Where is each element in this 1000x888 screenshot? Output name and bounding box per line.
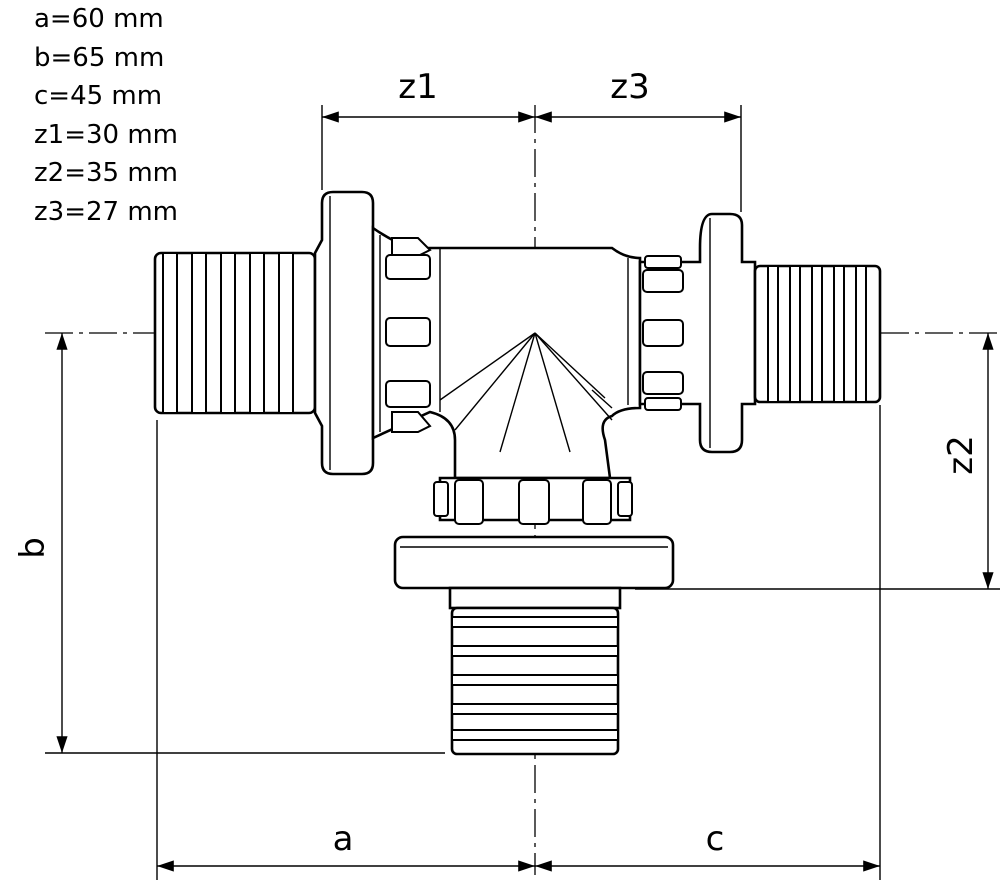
label-z3: z3	[610, 67, 649, 107]
dimension-z2: z2=35 mm	[34, 158, 178, 188]
dimension-z1: z1=30 mm	[34, 119, 178, 150]
dimension-list: a=60 mm b=65 mm c=45 mm z1=30 mm z2=35 m…	[34, 0, 178, 231]
dimension-lines	[45, 105, 1000, 880]
label-c: c	[706, 819, 725, 859]
dimension-z3: z3=27 mm	[34, 196, 178, 227]
dimension-a: a=60 mm	[34, 4, 164, 34]
label-z1: z1	[398, 67, 437, 107]
dimension-b: b=65 mm	[34, 42, 165, 73]
fitting-body	[153, 190, 882, 756]
label-z2: z2	[941, 435, 981, 474]
label-a: a	[333, 819, 354, 859]
label-b: b	[13, 537, 53, 559]
dimension-c: c=45 mm	[34, 81, 163, 111]
